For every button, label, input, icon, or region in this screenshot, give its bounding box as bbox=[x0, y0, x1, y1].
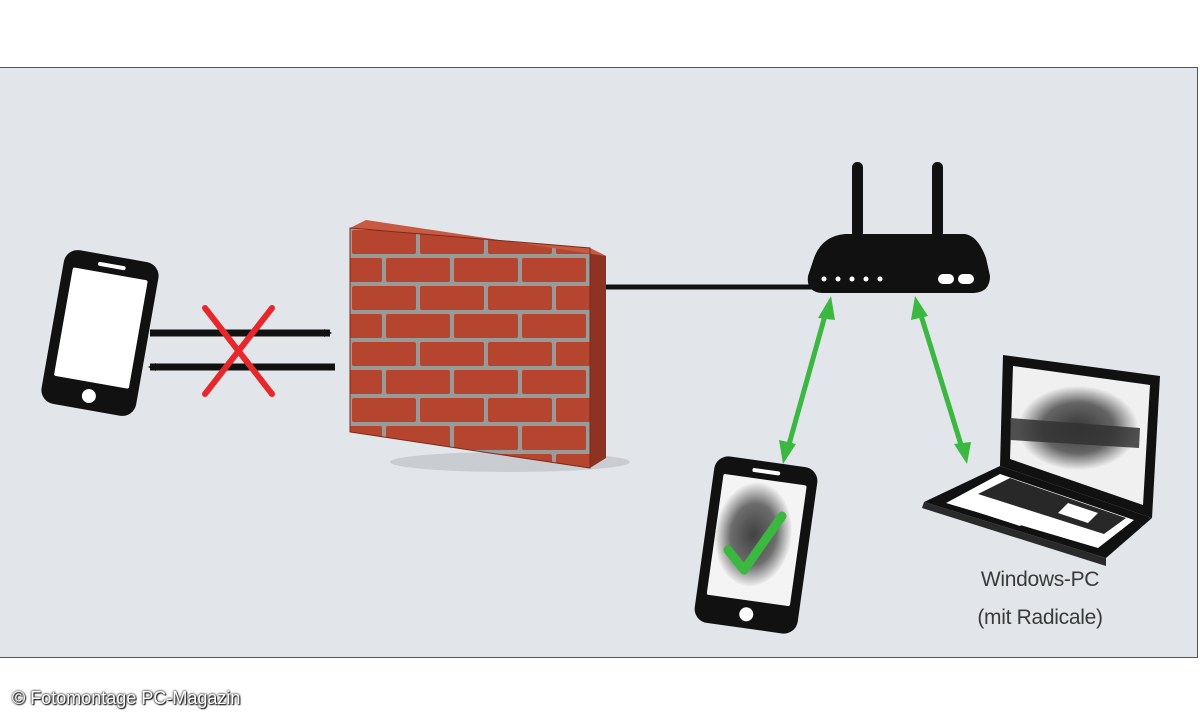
green-check-icon bbox=[723, 511, 787, 575]
allowed-arrow-pc bbox=[911, 296, 971, 464]
pc-note-label: (mit Radicale) bbox=[977, 606, 1103, 629]
router-icon bbox=[807, 162, 990, 293]
photo-credit: © Fotomontage PC-Magazin bbox=[12, 688, 241, 708]
allowed-arrow-phone bbox=[779, 296, 835, 464]
smartphone-icon bbox=[41, 250, 159, 416]
laptop-icon bbox=[922, 355, 1160, 566]
smartphone-icon bbox=[694, 456, 818, 634]
pc-name-label: Windows-PC bbox=[980, 568, 1100, 591]
brick-wall-icon bbox=[349, 220, 630, 472]
red-x-icon bbox=[202, 305, 275, 397]
